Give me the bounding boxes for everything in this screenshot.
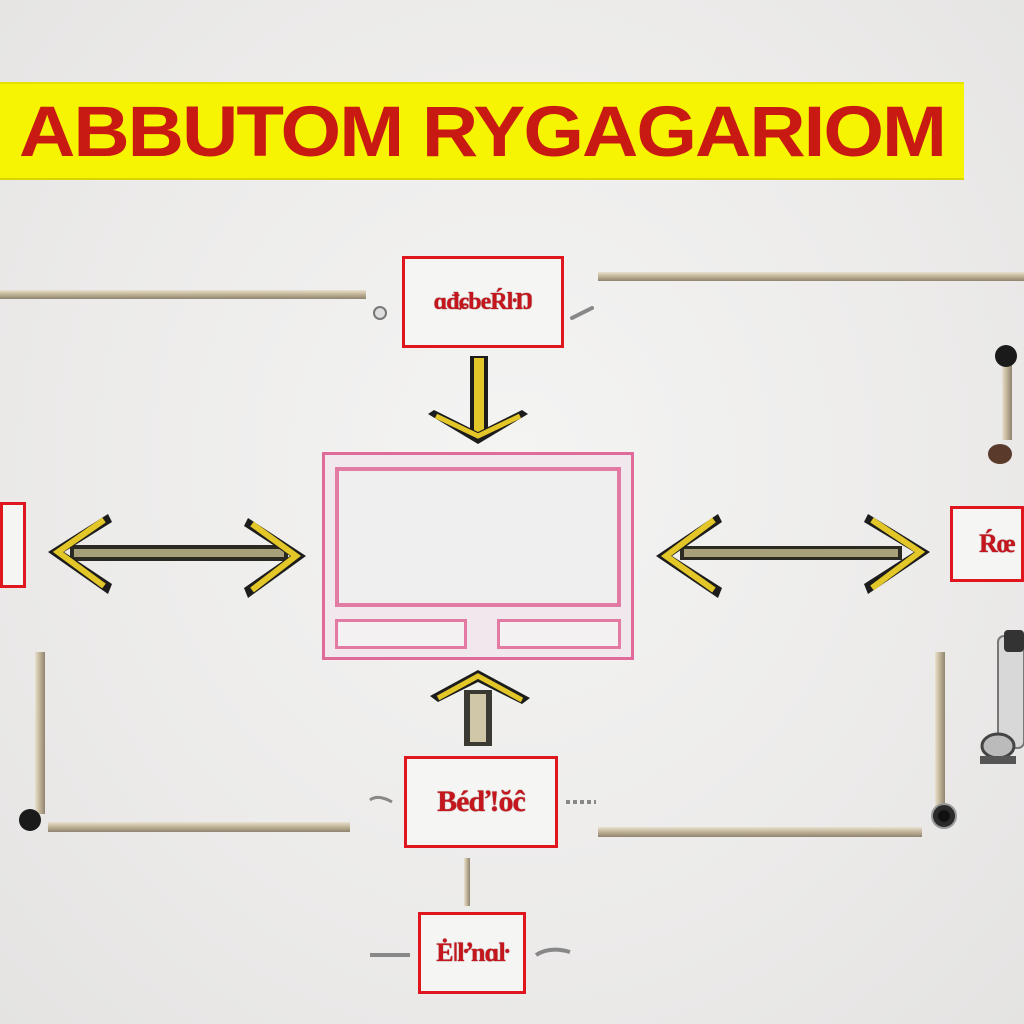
pin-icon: [534, 947, 571, 957]
device-icon: [980, 630, 1024, 764]
up-arrow-icon: [430, 670, 530, 746]
node-right[interactable]: Ŕœ: [950, 506, 1024, 582]
monitor-icon[interactable]: [322, 452, 634, 660]
rail-top-right-vertical: [1002, 362, 1012, 440]
rail-top-right: [598, 272, 1024, 281]
rail-left-vertical: [35, 652, 45, 814]
node-bottom-small[interactable]: Ėǀŀŉɑŀ: [418, 912, 526, 994]
node-top[interactable]: ɑđɕbeŔŀŊ: [402, 256, 564, 348]
pin-icon: [369, 795, 393, 804]
node-right-label: Ŕœ: [979, 529, 1016, 558]
pin-icon: [570, 306, 594, 320]
node-top-label: ɑđɕbeŔŀŊ: [433, 288, 533, 315]
pin-icon: [373, 306, 387, 320]
banner-title: ABBUTOM RYGAGARIOM: [19, 90, 947, 172]
pin-icon: [988, 444, 1012, 464]
rail-right-vertical: [935, 652, 945, 808]
monitor-screen: [335, 467, 621, 607]
node-bottom-label: Béďǃŏĉ: [437, 785, 526, 818]
monitor-panel-right: [497, 619, 621, 649]
rail-bottom-left: [48, 822, 350, 832]
rail-bottom-right: [598, 827, 922, 837]
pin-icon: [19, 809, 41, 831]
down-arrow-icon: [428, 356, 528, 444]
node-bottom[interactable]: Béďǃŏĉ: [404, 756, 558, 848]
pin-icon: [938, 810, 950, 822]
rail-bottom-center-vertical: [464, 858, 470, 906]
double-arrow-icon: [656, 514, 930, 598]
rail-top-left: [0, 290, 366, 299]
title-banner: ABBUTOM RYGAGARIOM: [0, 82, 964, 180]
double-arrow-icon: [48, 514, 306, 598]
node-bottom-small-label: Ėǀŀŉɑŀ: [436, 938, 509, 967]
node-left[interactable]: [0, 502, 26, 588]
pin-icon: [995, 345, 1017, 367]
monitor-panel-left: [335, 619, 467, 649]
